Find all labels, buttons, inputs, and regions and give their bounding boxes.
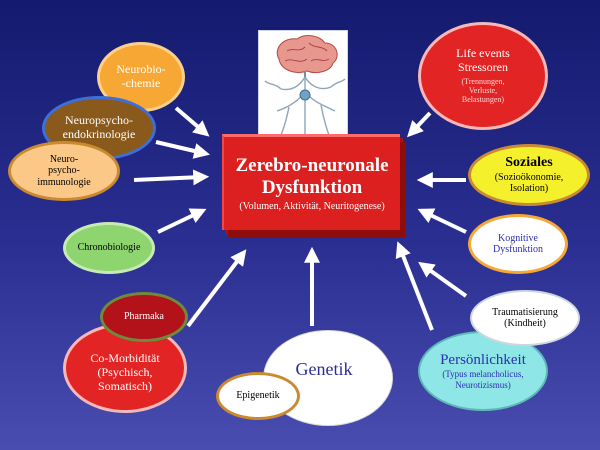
brain-neuron-image (258, 30, 348, 138)
arrow-neurobiochemie (174, 106, 210, 137)
persoenlichkeit-subtitle: (Typus melancholicus, Neurotizismus) (442, 369, 524, 390)
soziales-title: Soziales (505, 155, 553, 171)
node-soziales: Soziales (Sozioökonomie, Isolation) (468, 144, 590, 206)
center-dysfunction-box: Zerebro-neuronale Dysfunktion (Volumen, … (222, 134, 400, 230)
node-traumatisierung: Traumatisierung (Kindheit) (470, 290, 580, 346)
node-life-events: Life events Stressoren (Trennungen, Verl… (418, 22, 548, 130)
node-pharmaka: Pharmaka (100, 292, 188, 342)
life-events-title: Life events Stressoren (456, 46, 510, 75)
soziales-subtitle: (Sozioökonomie, Isolation) (494, 171, 564, 195)
arrow-kognitive (417, 208, 467, 234)
center-subtitle: (Volumen, Aktivität, Neuritogenese) (239, 201, 385, 213)
life-events-subtitle: (Trennungen, Verluste, Belastungen) (461, 77, 505, 105)
node-kognitive-dysfunktion: Kognitive Dysfunktion (468, 214, 568, 274)
arrow-chronobiologie (157, 208, 207, 234)
node-neuropsychoimmunologie: Neuro- psycho- immunologie (8, 141, 120, 201)
center-title-line2: Dysfunktion (261, 176, 363, 198)
arrow-persoenlichkeit (395, 241, 434, 331)
node-chronobiologie: Chronobiologie (63, 222, 155, 274)
center-title-line1: Zerebro-neuronale (235, 154, 389, 176)
arrow-comorbiditaet (186, 249, 247, 328)
node-epigenetik: Epigenetik (216, 372, 300, 420)
arrow-neuropsychoimmunologie (133, 169, 210, 186)
brain-neuron-icon (264, 35, 346, 136)
persoenlichkeit-title: Persönlichkeit (440, 352, 526, 369)
arrow-neuropsychoendokrinologie (155, 140, 211, 159)
arrow-traumatisierung (418, 261, 468, 298)
arrow-life-events (407, 111, 432, 138)
